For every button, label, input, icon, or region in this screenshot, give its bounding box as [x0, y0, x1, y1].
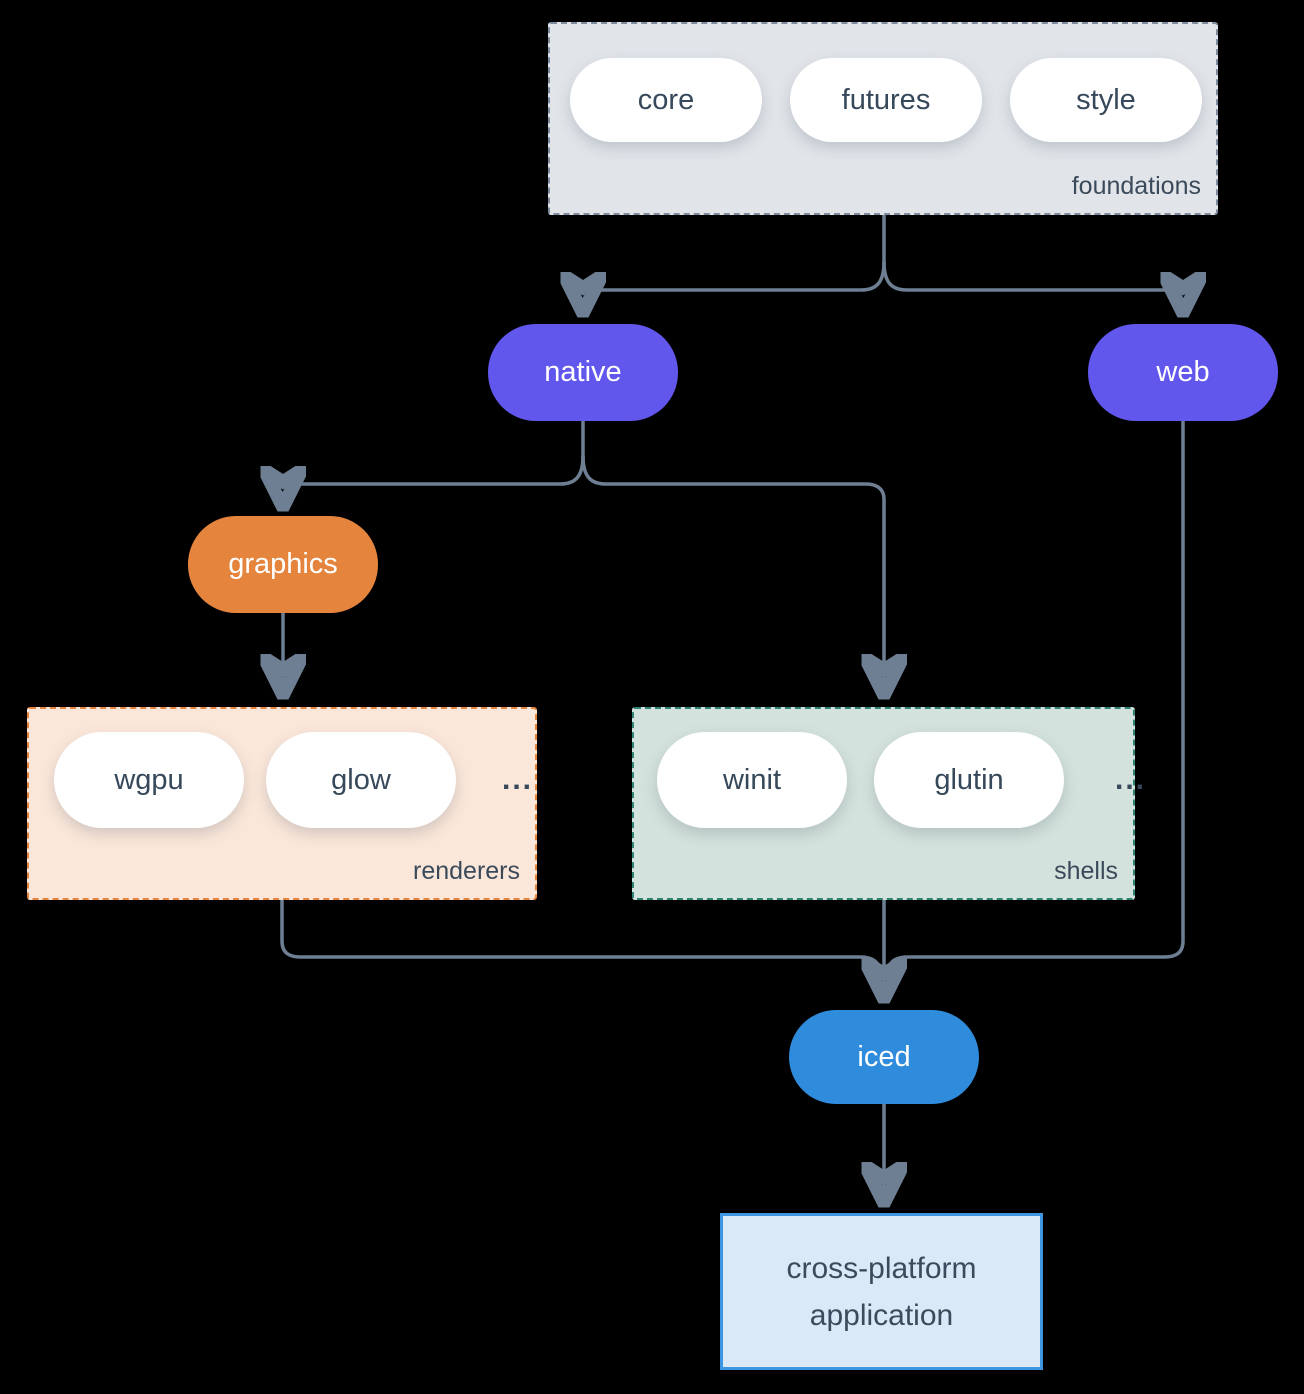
shells-ellipsis: ...: [1115, 763, 1147, 796]
node-native: native: [488, 324, 678, 421]
node-web: web: [1088, 324, 1278, 421]
renderers-ellipsis: ...: [502, 763, 534, 796]
pill-glutin: glutin: [874, 732, 1064, 828]
node-graphics: graphics: [188, 516, 378, 613]
renderers-group-label: renderers: [413, 857, 520, 885]
foundations-group-label: foundations: [1071, 172, 1201, 200]
application-box: cross-platform application: [720, 1213, 1043, 1370]
node-iced: iced: [789, 1010, 979, 1104]
shells-pill-row: winit glutin ...: [634, 732, 1144, 828]
application-label-line1: cross-platform: [786, 1251, 977, 1285]
shells-group: winit glutin ... shells: [632, 707, 1144, 900]
shells-group-label: shells: [1054, 857, 1118, 885]
pill-core: core: [570, 58, 762, 142]
pill-winit: winit: [657, 732, 847, 828]
edge-foundations-to-web: [882, 261, 1183, 306]
pill-futures: futures: [790, 58, 982, 142]
pill-style: style: [1010, 58, 1202, 142]
foundations-group: core futures style foundations: [548, 22, 1218, 215]
edge-renderers-to-merge: [280, 900, 881, 968]
edge-native-to-graphics: [283, 455, 585, 500]
renderers-group: wgpu glow ... renderers: [27, 707, 537, 900]
pill-glow: glow: [266, 732, 456, 828]
edge-foundations-to-native: [583, 261, 886, 306]
foundations-pill-row: core futures style: [550, 58, 1216, 142]
pill-wgpu: wgpu: [54, 732, 244, 828]
edge-native-to-shells: [581, 455, 884, 688]
renderers-pill-row: wgpu glow ...: [29, 732, 535, 828]
application-label-line2: application: [809, 1298, 954, 1332]
